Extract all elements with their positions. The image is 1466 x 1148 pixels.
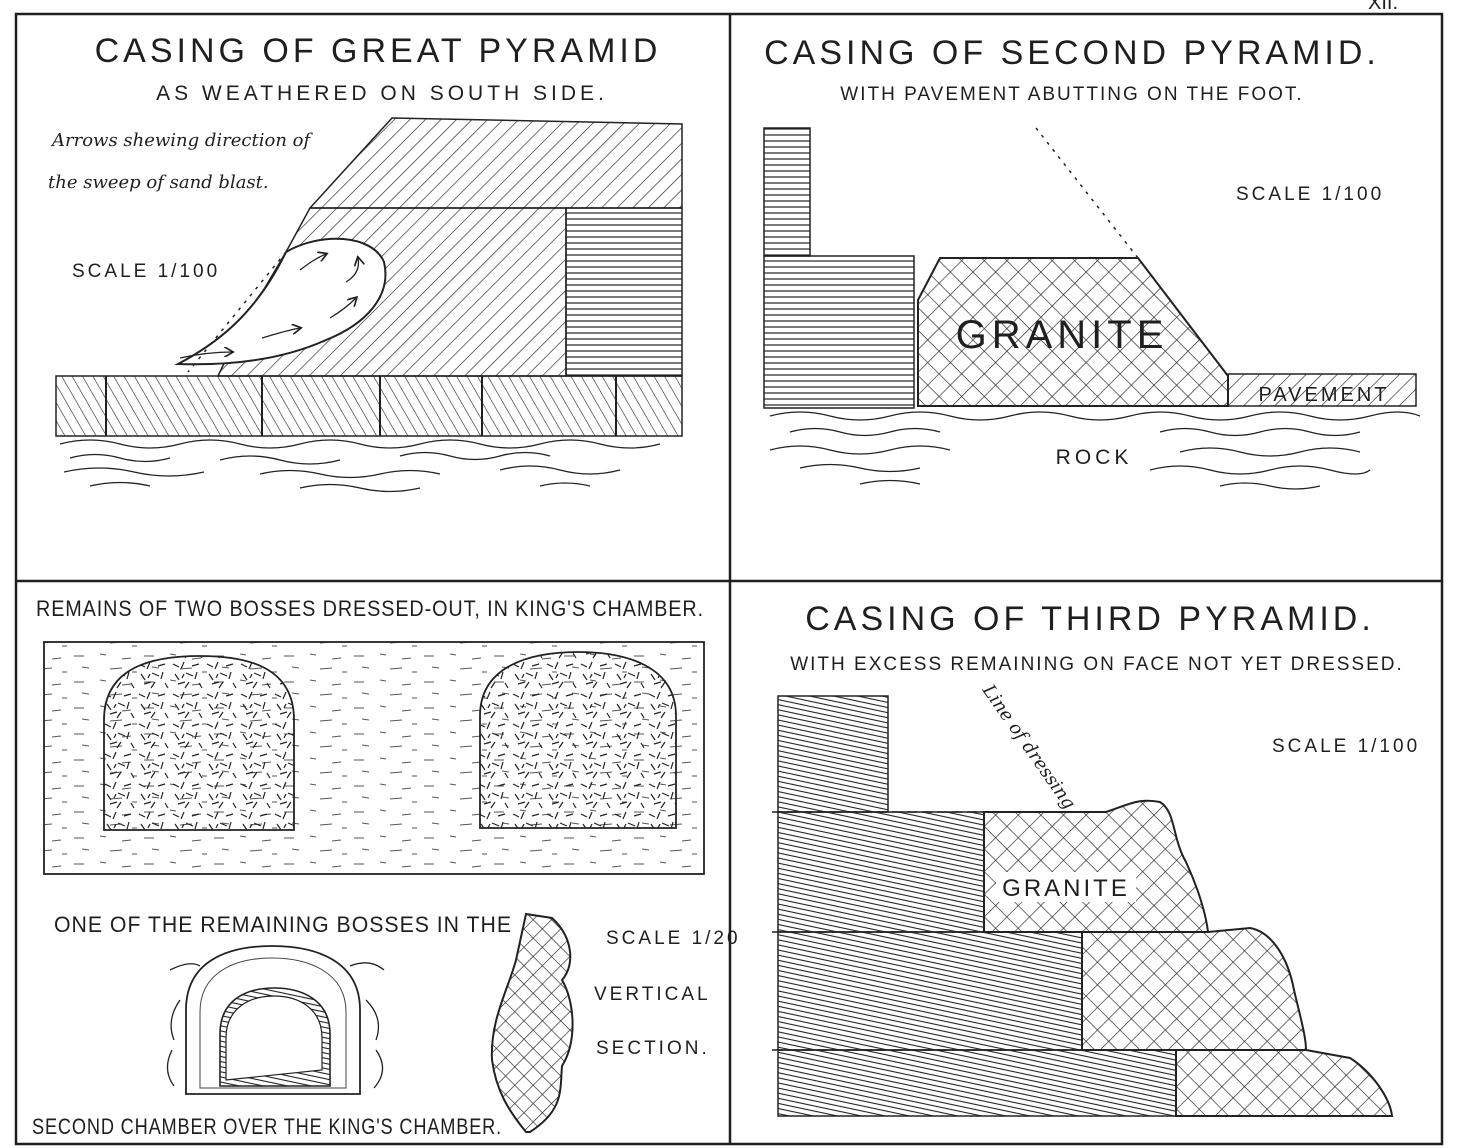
great-scale: SCALE 1/100 [72,261,220,282]
third-title: CASING OF THIRD PYRAMID. [805,600,1375,638]
second-core-upper [763,127,811,257]
second-title: CASING OF SECOND PYRAMID. [764,34,1380,72]
boss-vertical-section [490,912,574,1133]
third-subtitle: WITH EXCESS REMAINING ON FACE NOT YET DR… [790,654,1404,675]
bosses-one-of: ONE OF THE REMAINING BOSSES IN THE [54,912,512,937]
second-face-line [1035,127,1139,259]
panel-great-pyramid: CASING OF GREAT PYRAMID AS WEATHERED ON … [48,32,683,493]
third-line-of-dressing: Line of dressing [977,680,1079,813]
third-scale: SCALE 1/100 [1272,736,1420,757]
second-subtitle: WITH PAVEMENT ABUTTING ON THE FOOT. [840,84,1303,105]
panel-third-pyramid: CASING OF THIRD PYRAMID. WITH EXCESS REM… [772,600,1420,1117]
great-core-block [565,207,683,377]
panel-bosses: REMAINS OF TWO BOSSES DRESSED-OUT, IN KI… [32,596,741,1139]
plate-number: XII. [1368,0,1398,14]
third-core-steps [777,695,1177,1117]
bosses-vertical: VERTICAL [594,984,711,1005]
sand-blast-arrows [179,254,359,359]
second-rock [769,411,1421,490]
great-upper-casing [308,117,683,209]
great-note-line1: Arrows shewing direction of [50,130,313,151]
great-pavement [55,375,683,437]
boss-left [103,655,295,831]
second-label-rock: ROCK [1056,446,1133,469]
second-pavement [1227,373,1417,407]
great-note-line2: the sweep of sand blast. [48,172,269,193]
bosses-section: SECTION. [596,1038,710,1059]
boss-single [166,945,385,1095]
second-core-lower [763,255,915,409]
bosses-scale: SCALE 1/20 [606,928,741,949]
third-label-granite: GRANITE [1002,875,1130,902]
great-rock [59,439,661,493]
second-label-granite: GRANITE [956,313,1169,357]
great-title: CASING OF GREAT PYRAMID [95,32,662,70]
boss-right [479,651,677,829]
third-casing-joints [1082,931,1306,1051]
great-weathered-hollow [174,237,387,366]
second-scale: SCALE 1/100 [1236,184,1384,205]
bosses-second-chamber: SECOND CHAMBER OVER THE KING'S CHAMBER. [32,1114,502,1139]
panel-second-pyramid: CASING OF SECOND PYRAMID. WITH PAVEMENT … [763,34,1421,490]
second-label-pavement: PAVEMENT [1258,384,1389,406]
bosses-title: REMAINS OF TWO BOSSES DRESSED-OUT, IN KI… [36,596,704,621]
great-subtitle: AS WEATHERED ON SOUTH SIDE. [156,82,608,105]
